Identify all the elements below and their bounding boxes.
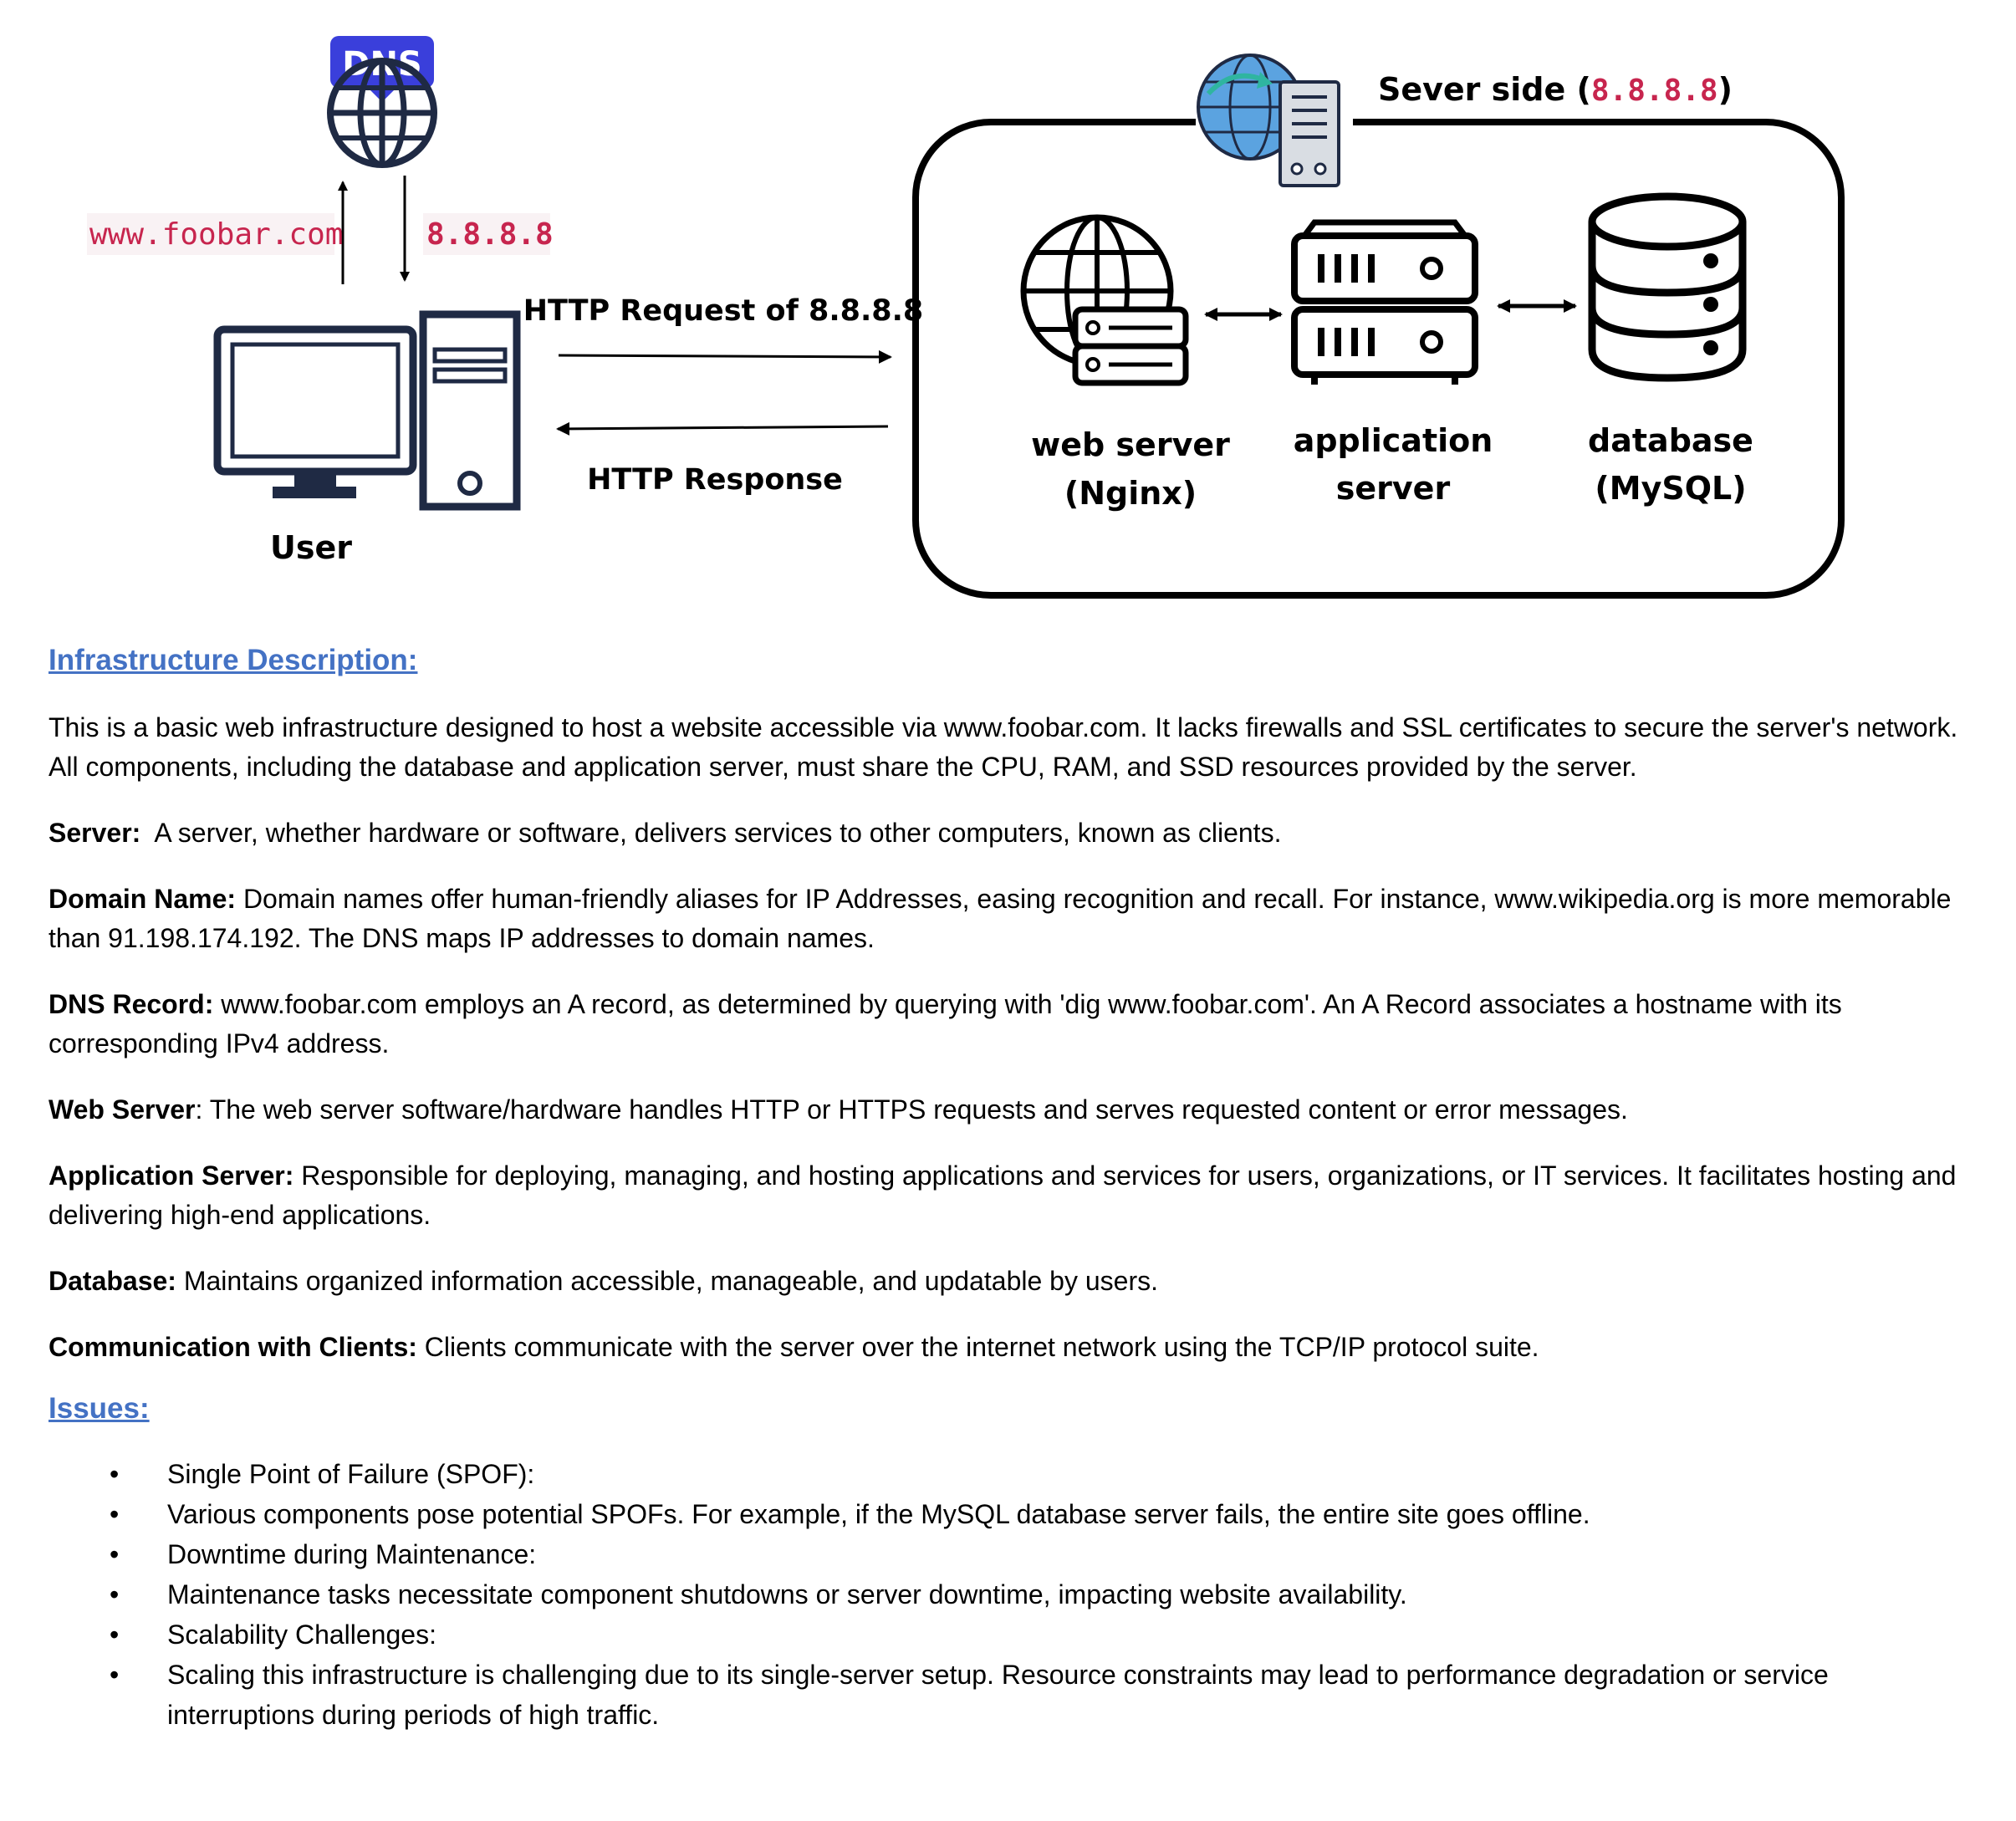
bullet: • [110, 1579, 120, 1609]
database-icon [1588, 192, 1747, 382]
definition-text: Clients communicate with the server over… [416, 1332, 1539, 1362]
issue-text: Various components pose potential SPOFs.… [167, 1499, 1590, 1529]
issue-item: • Scaling this infrastructure is challeng… [48, 1655, 1972, 1735]
bullet: • [110, 1620, 120, 1650]
application-server-icon [1291, 219, 1478, 385]
bullet: • [110, 1539, 120, 1569]
bullet: • [110, 1660, 120, 1690]
issue-item: • Single Point of Failure (SPOF): [48, 1454, 1972, 1494]
web-server-icon [1020, 214, 1189, 386]
bullet: • [110, 1499, 120, 1529]
definition-server: Server: A server, whether hardware or so… [48, 814, 1972, 853]
definition-text: : The web server software/hardware handl… [195, 1094, 1628, 1125]
definition-term: Application Server: [48, 1160, 294, 1191]
definition-term: Communication with Clients: [48, 1332, 417, 1362]
dns-query-domain: www.foobar.com [89, 217, 343, 252]
issue-text: Scaling this infrastructure is challengi… [167, 1660, 1829, 1730]
definition-term: Database: [48, 1266, 176, 1296]
http-response-label: HTTP Response [587, 463, 843, 497]
server-side-prefix: Sever side ( [1378, 71, 1591, 108]
web-server-label-line2: (Nginx) [1064, 475, 1197, 512]
http-request-label: HTTP Request of 8.8.8.8 [523, 294, 924, 328]
definition-term: Server: [48, 818, 141, 848]
issues-heading: Issues: [48, 1392, 150, 1425]
definition-text: A server, whether hardware or software, … [140, 818, 1282, 848]
app-server-label-line1: application [1294, 422, 1493, 459]
http-request-arrow [558, 349, 892, 364]
definition-term: Domain Name: [48, 884, 237, 914]
definition-term: Web Server [48, 1094, 196, 1125]
issue-item: • Various components pose potential SPOFs… [48, 1494, 1972, 1534]
issues-list: • Single Point of Failure (SPOF): • Variou… [48, 1454, 1972, 1735]
issue-text: Downtime during Maintenance: [167, 1539, 537, 1569]
web-server-label-line1: web server [1031, 426, 1230, 463]
definition-domain-name: Domain Name: Domain names offer human-fr… [48, 880, 1972, 958]
infrastructure-diagram: DNS www.foobar.com 8.8.8.8 User HTTP Req… [87, 36, 1845, 599]
issue-text: Maintenance tasks necessitate component … [167, 1579, 1407, 1609]
dns-query-ip: 8.8.8.8 [426, 217, 554, 252]
definition-text: Responsible for deploying, managing, and… [48, 1160, 1957, 1230]
user-computer-icon [213, 310, 521, 511]
issue-item: • Maintenance tasks necessitate component… [48, 1574, 1972, 1614]
definition-database: Database: Maintains organized informatio… [48, 1262, 1972, 1301]
http-response-arrow [556, 421, 889, 436]
bullet: • [110, 1459, 120, 1489]
issue-item: • Downtime during Maintenance: [48, 1534, 1972, 1574]
server-side-title: Sever side (8.8.8.8) [1378, 71, 1733, 108]
app-server-label-line2: server [1336, 470, 1451, 507]
issue-item: • Scalability Challenges: [48, 1614, 1972, 1655]
infrastructure-heading: Infrastructure Description: [48, 644, 418, 676]
server-side-ip: 8.8.8.8 [1591, 74, 1718, 108]
document-body: Infrastructure Description: This is a ba… [48, 644, 1972, 1735]
server-box [912, 119, 1845, 599]
definition-text: Maintains organized information accessib… [176, 1266, 1158, 1296]
infrastructure-intro: This is a basic web infrastructure desig… [48, 712, 1958, 782]
definition-web-server: Web Server: The web server software/hard… [48, 1090, 1972, 1130]
cloud-server-icon [1197, 54, 1340, 187]
dns-globe-icon: DNS [327, 36, 437, 168]
issue-text: Single Point of Failure (SPOF): [167, 1459, 535, 1489]
definition-term: DNS Record: [48, 989, 214, 1019]
user-label: User [270, 529, 352, 566]
definition-application-server: Application Server: Responsible for depl… [48, 1156, 1972, 1235]
issue-text: Scalability Challenges: [167, 1620, 436, 1650]
database-label-line2: (MySQL) [1595, 470, 1746, 507]
database-label-line1: database [1588, 422, 1753, 459]
definition-text: Domain names offer human-friendly aliase… [48, 884, 1952, 953]
definition-text: www.foobar.com employs an A record, as d… [48, 989, 1842, 1058]
definition-communication: Communication with Clients: Clients comm… [48, 1328, 1972, 1367]
definition-dns-record: DNS Record: www.foobar.com employs an A … [48, 985, 1972, 1064]
server-side-suffix: ) [1718, 71, 1733, 108]
